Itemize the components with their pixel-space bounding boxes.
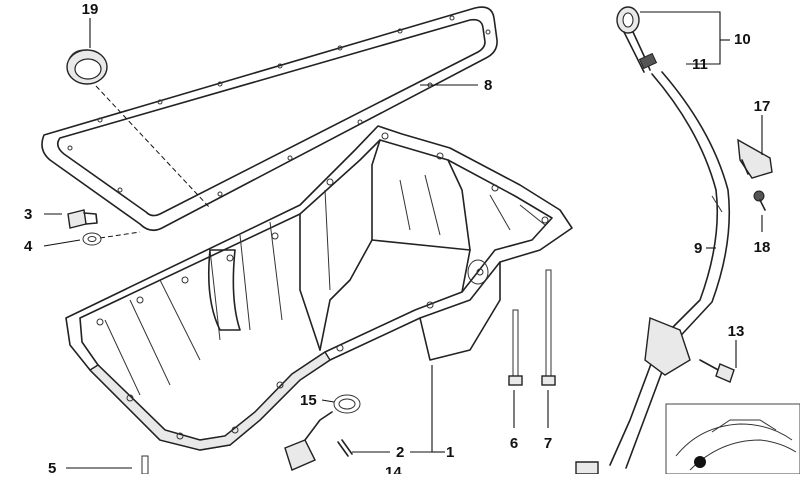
vehicle-locator-inset <box>665 403 800 475</box>
drain-plug <box>67 209 102 246</box>
oil-level-sensor <box>284 411 333 471</box>
bolt-6 <box>508 309 523 386</box>
o-ring <box>333 394 361 414</box>
callout-7: 7 <box>544 435 552 452</box>
callout-18: 18 <box>754 239 771 256</box>
callout-1: 1 <box>446 444 454 461</box>
callout-14: 14 <box>385 464 402 474</box>
callout-3: 3 <box>24 206 32 223</box>
dipstick-assembly <box>575 6 731 475</box>
bolt-13 <box>699 359 735 383</box>
bolt-18 <box>753 190 766 211</box>
callout-2: 2 <box>396 444 404 461</box>
callout-8: 8 <box>484 77 492 94</box>
callout-11: 11 <box>692 56 708 73</box>
callout-9: 9 <box>694 240 702 257</box>
oil-pan-gasket <box>41 6 498 232</box>
bolt-5 <box>141 455 149 475</box>
callout-5: 5 <box>48 460 56 474</box>
callout-17: 17 <box>754 98 771 115</box>
bolt-7 <box>541 269 556 386</box>
callout-13: 13 <box>728 323 745 340</box>
callout-19: 19 <box>82 1 99 18</box>
callout-4: 4 <box>24 238 33 255</box>
oil-pan <box>65 125 573 451</box>
callout-15: 15 <box>300 392 317 409</box>
callout-6: 6 <box>510 435 518 452</box>
leader-lines <box>43 11 763 469</box>
bracket <box>737 138 773 179</box>
callout-10: 10 <box>734 31 751 48</box>
dowel-pin <box>337 439 353 457</box>
seal-ring <box>66 49 108 85</box>
